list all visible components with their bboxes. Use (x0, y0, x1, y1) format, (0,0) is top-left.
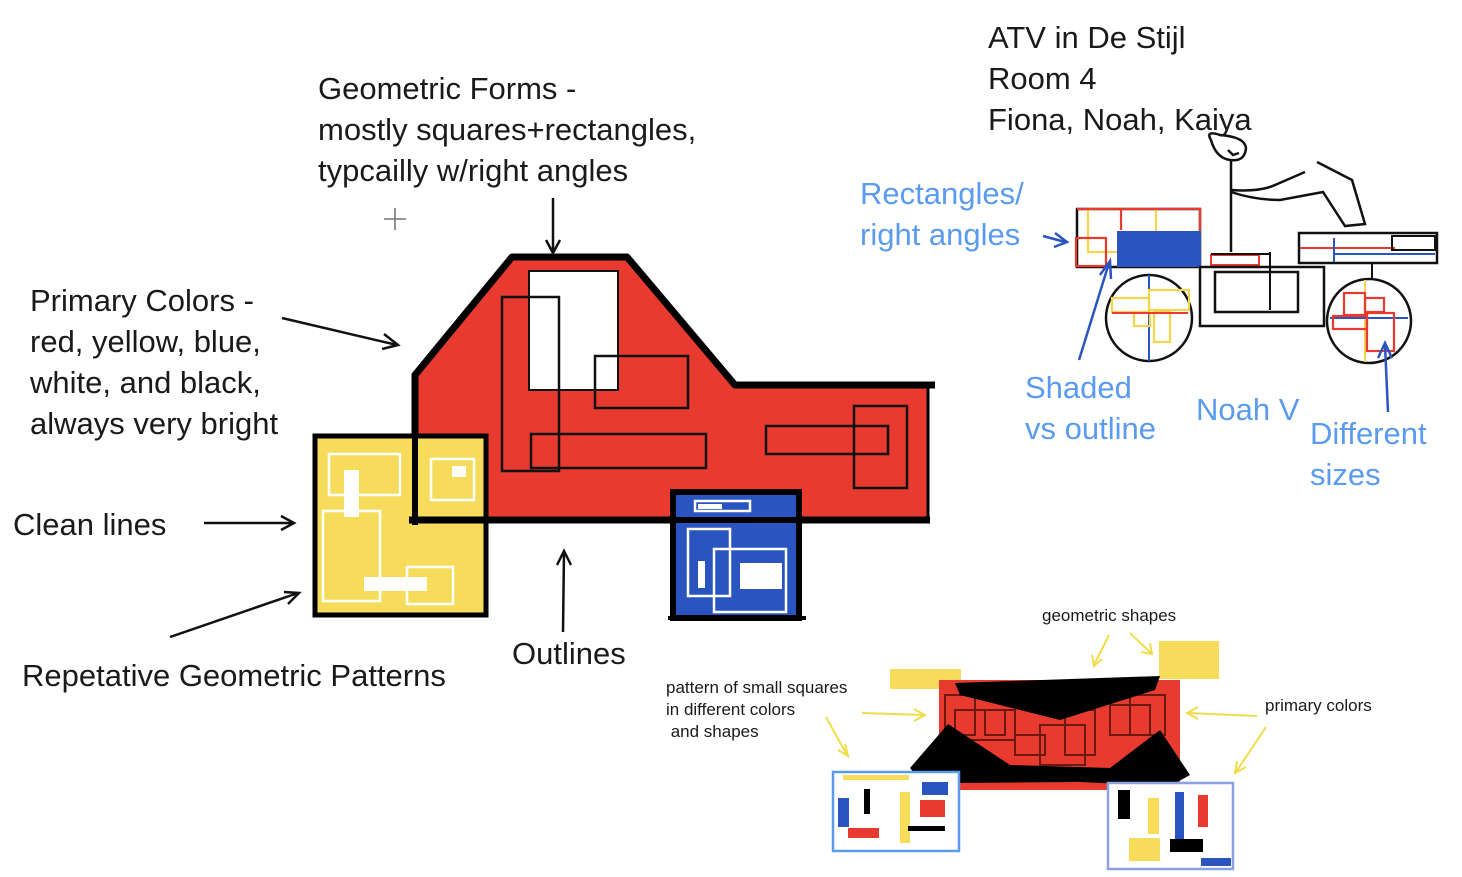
authors-label: Fiona, Noah, Kaiya (988, 102, 1252, 137)
rectangles-label: Rectangles/ right angles (860, 176, 1024, 252)
shaded-label: Shaded vs outline (1025, 370, 1156, 446)
page-title: ATV in De Stijl (988, 20, 1186, 55)
atv-shaded-blue (1117, 231, 1201, 267)
geometric-shapes-label: geometric shapes (1042, 606, 1177, 625)
bottom-black-bottom (910, 724, 1190, 786)
noah-label: Noah V (1196, 392, 1300, 427)
outlines-label: Outlines (512, 636, 626, 671)
repetative-patterns-label: Repetative Geometric Patterns (22, 658, 446, 693)
bottom-annotation-arrows (825, 632, 1267, 775)
atv-annotation-arrows (1042, 232, 1394, 413)
blue-block-outlines (686, 499, 788, 614)
bottom-left-panel (831, 770, 961, 853)
different-sizes-label: Different sizes (1310, 416, 1427, 492)
bottom-primary-colors-label: primary colors (1265, 696, 1372, 715)
room-label: Room 4 (988, 61, 1097, 96)
clean-lines-label: Clean lines (13, 507, 167, 542)
house-outline-rects (500, 295, 909, 490)
pattern-label: pattern of small squares in different co… (666, 678, 848, 741)
atv-front-wheel (1104, 273, 1194, 363)
white-window (528, 270, 619, 391)
annotation-arrows (169, 198, 573, 639)
geometric-forms-label: Geometric Forms - mostly squares+rectang… (318, 71, 697, 188)
bottom-black-top (955, 676, 1160, 720)
primary-colors-label: Primary Colors - red, yellow, blue, whit… (30, 283, 279, 441)
bottom-right-panel (1106, 781, 1235, 871)
rider-figure (1208, 132, 1367, 252)
atv-rear-wheel (1325, 277, 1413, 365)
crosshair-cursor-icon (384, 208, 406, 230)
